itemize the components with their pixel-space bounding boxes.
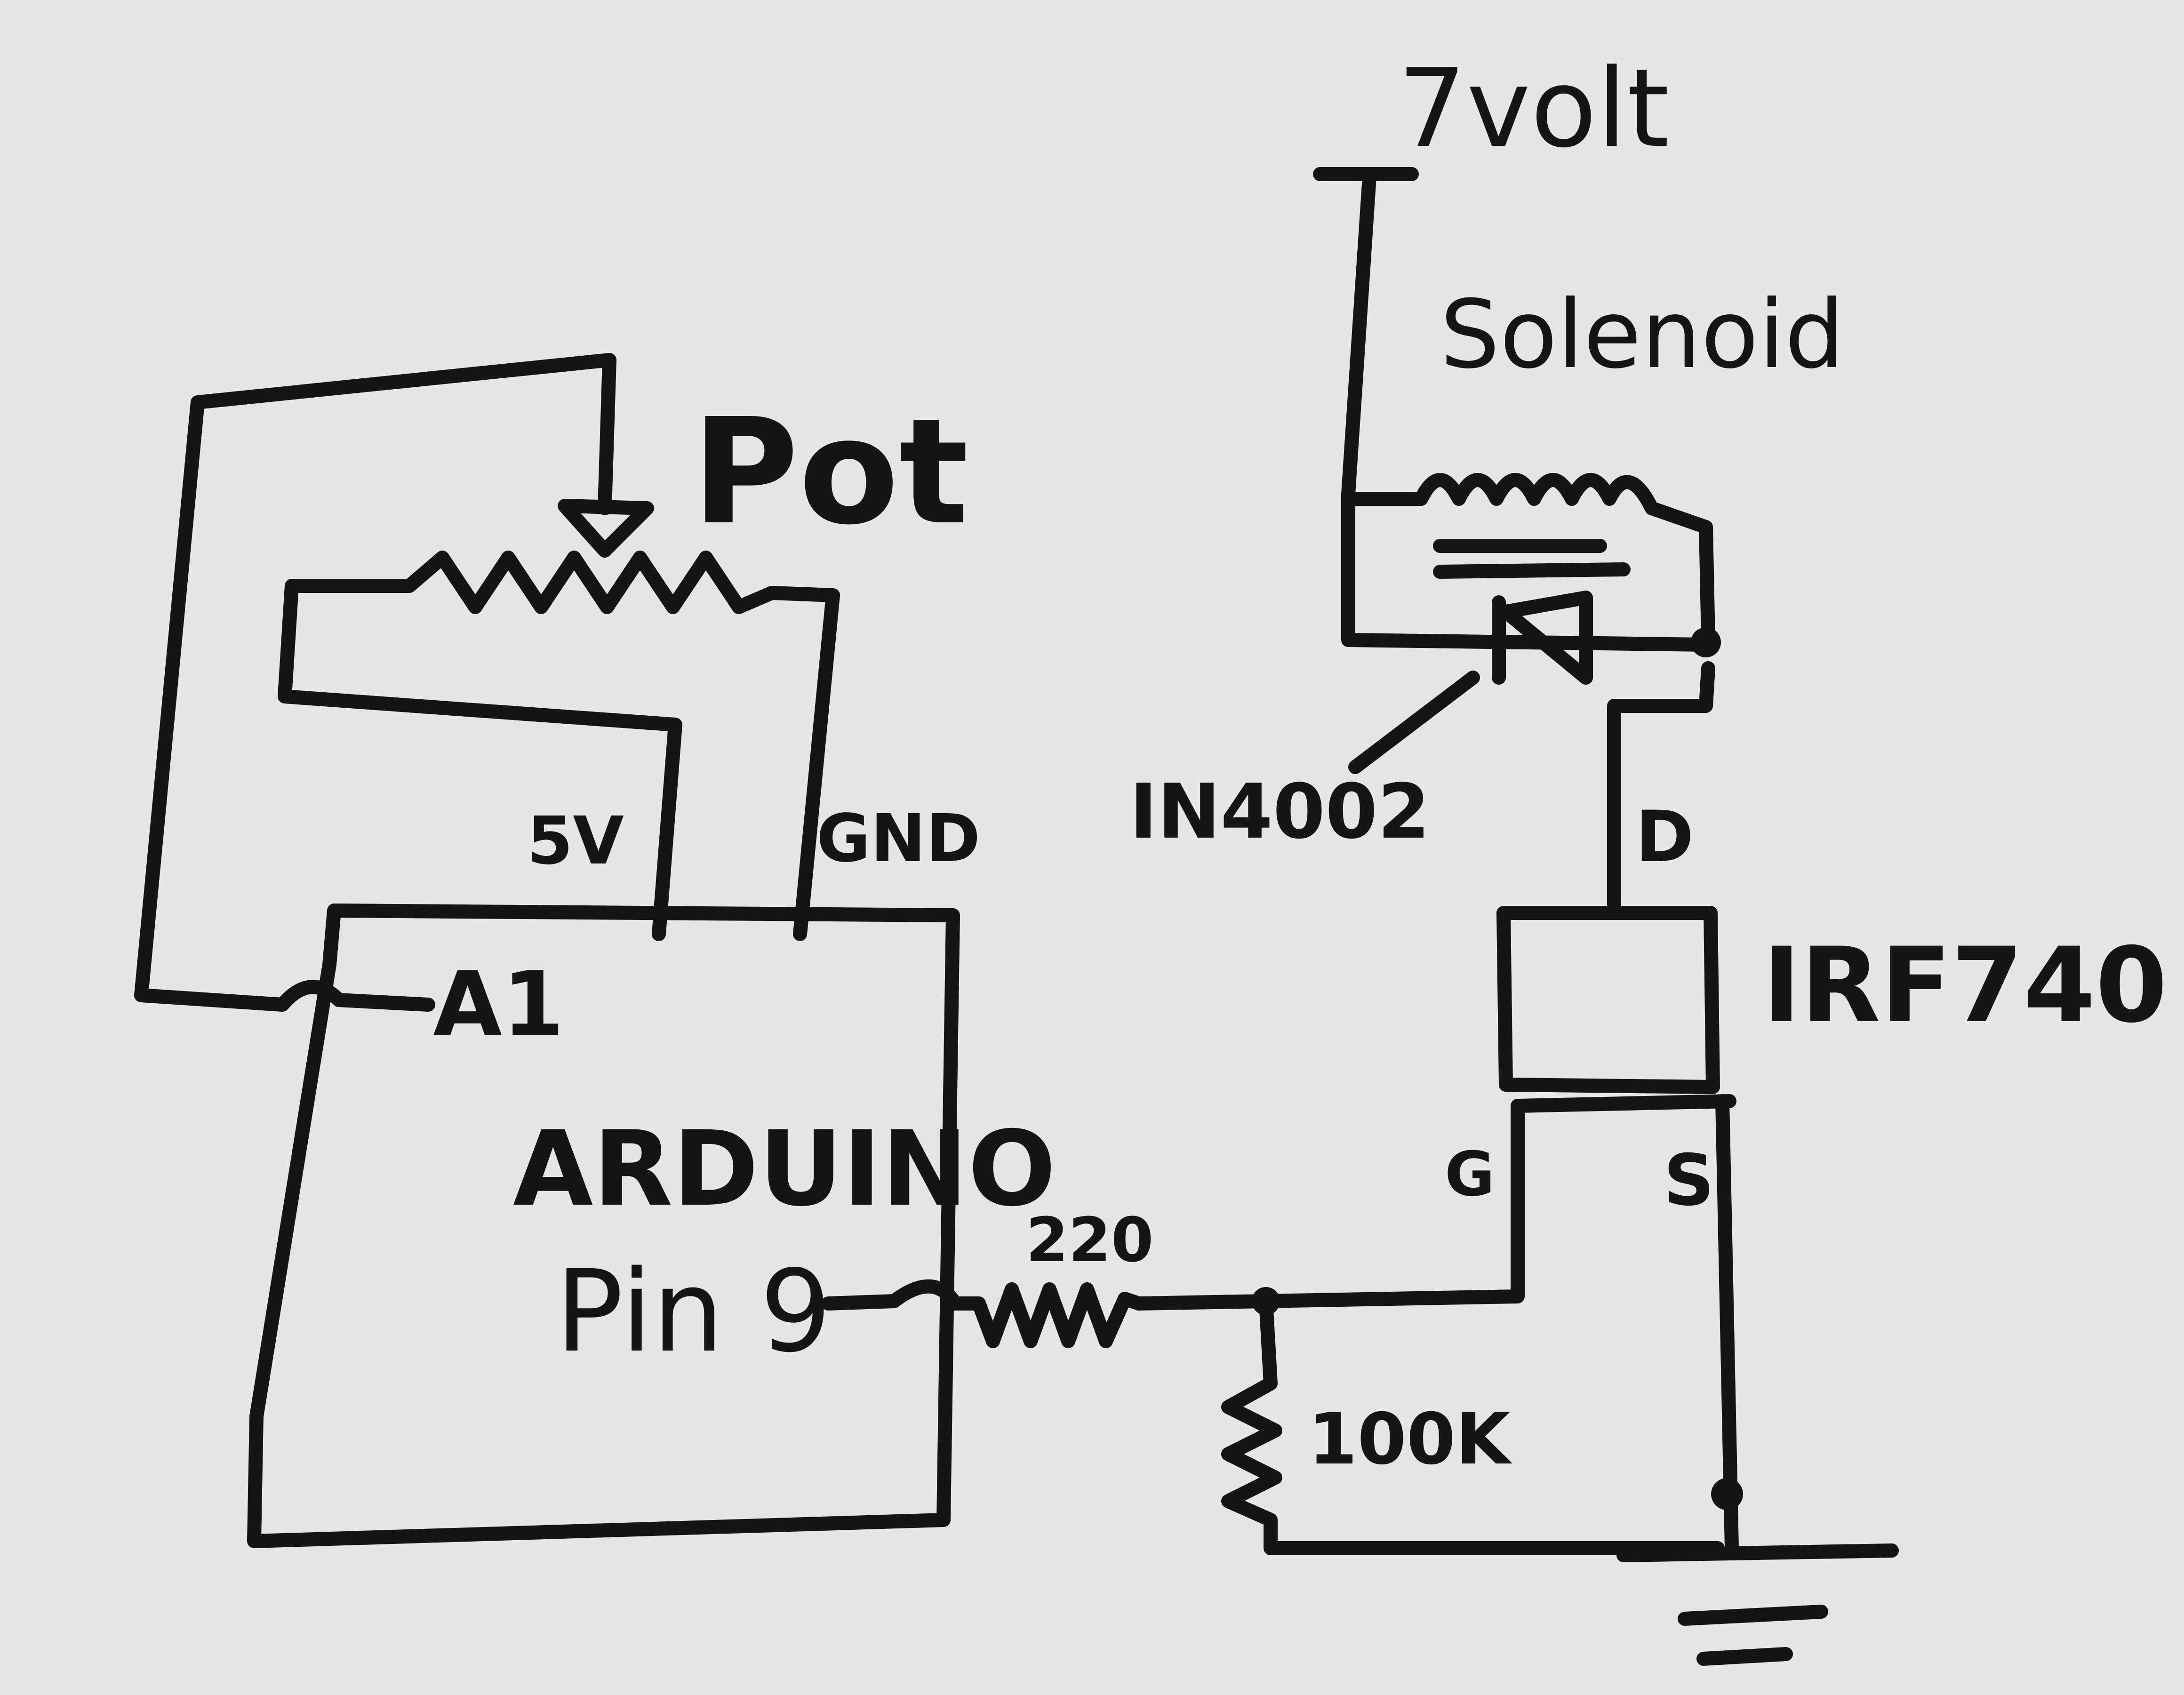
wiper-arrow	[558, 499, 654, 558]
pot-wiper-wire	[598, 353, 616, 515]
gate-label: G	[1445, 1138, 1495, 1210]
gnd-label: GND	[816, 800, 980, 877]
five-v-label: 5V	[527, 803, 624, 879]
pot-gnd-wire	[793, 588, 840, 941]
pot-left-loop-wire	[278, 579, 682, 941]
supply-wire	[1313, 167, 1713, 652]
resistor-100k	[1221, 1294, 1725, 1555]
diode-label-pointer	[1348, 671, 1480, 774]
pin9-label: Pin 9	[555, 1246, 832, 1377]
junction-dot-solenoid	[1691, 627, 1721, 657]
source-label: S	[1664, 1140, 1714, 1222]
solenoid-core-2	[1433, 562, 1631, 579]
pot-resistor-zigzag	[285, 551, 840, 614]
diode-triangle	[1499, 591, 1593, 685]
resistor-220-zigzag	[972, 1282, 1146, 1348]
junction-dot-ground	[1711, 1478, 1743, 1510]
drain-wire	[1607, 661, 1715, 920]
ground-bar-2	[1678, 1605, 1828, 1626]
drain-label: D	[1635, 796, 1694, 878]
solenoid-label: Solenoid	[1440, 280, 1845, 390]
arduino-label: ARDUINO	[513, 1109, 1056, 1229]
arduino-box	[247, 903, 960, 1548]
a1-label: A1	[433, 952, 564, 1056]
solenoid-coil	[1341, 473, 1715, 647]
resistor-220-label: 220	[1026, 1204, 1153, 1276]
mosfet-label: IRF740	[1762, 925, 2168, 1046]
mosfet-body	[1496, 906, 1720, 1094]
a1-wire	[134, 353, 616, 1012]
supply-label: 7volt	[1398, 46, 1669, 172]
ground-bar-3	[1696, 1647, 1793, 1666]
pin9-wire	[821, 1279, 986, 1311]
resistor-100k-label: 100K	[1308, 1399, 1512, 1480]
diode-label: IN4002	[1129, 768, 1430, 855]
pot-label: Pot	[692, 387, 968, 557]
gate-wire	[1132, 1094, 1736, 1311]
ground-bar-1	[1616, 1543, 1899, 1562]
